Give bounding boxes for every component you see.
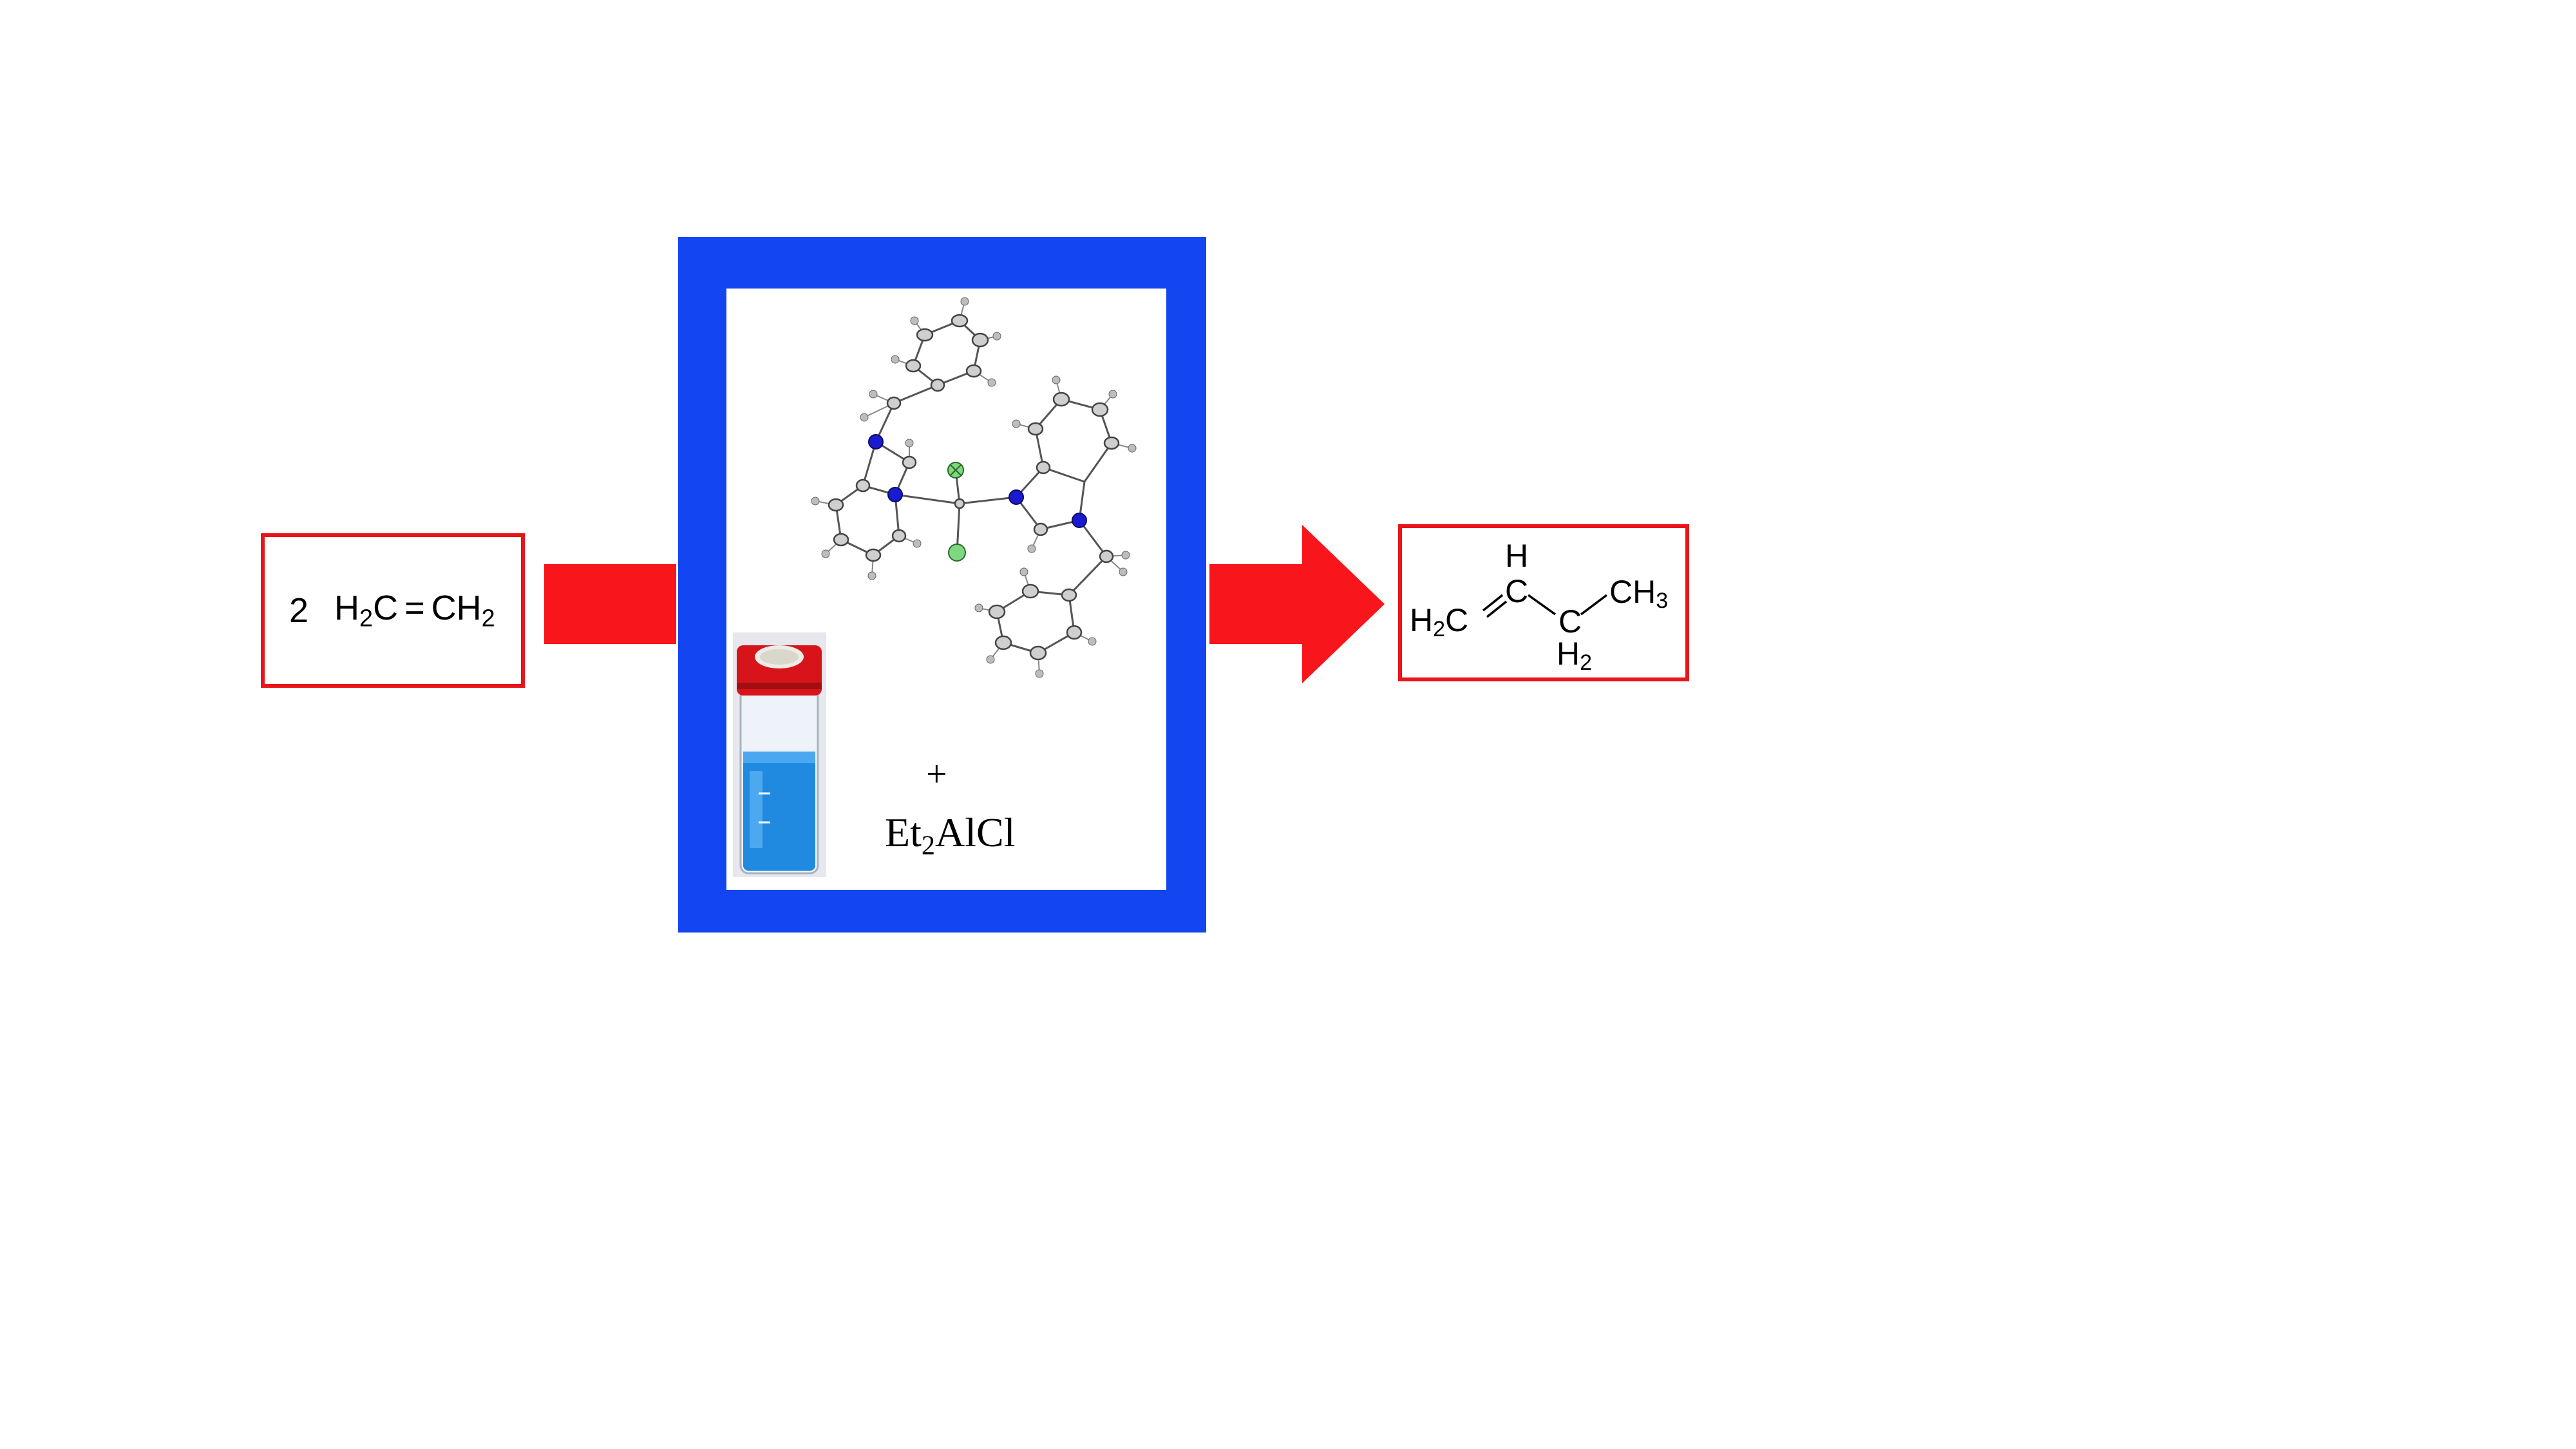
ethylene-left-sub: 2 <box>359 605 374 632</box>
product-c-mid: C <box>1558 603 1582 639</box>
ethylene-right-ch: CH <box>431 589 482 628</box>
reactant-coefficient: 2 <box>289 591 309 630</box>
butene-structure: H C CH3 H2C C H2 <box>1410 538 1668 675</box>
vial-icon <box>733 632 826 877</box>
catalyst-frame: + Et2AlCl <box>678 237 1206 933</box>
product-c-top: C <box>1505 573 1528 609</box>
product-h2-bottom: H2 <box>1557 636 1592 675</box>
product-h2c-h: H <box>1410 602 1433 638</box>
product-h2c-c: C <box>1445 602 1468 638</box>
output-arrow-head <box>1302 525 1385 683</box>
input-arrow <box>544 564 676 644</box>
chlorine-atoms <box>947 462 966 562</box>
product-ch3-main: CH <box>1609 574 1656 610</box>
crystal-structure-icon <box>811 297 1137 678</box>
product-h2c-sub: 2 <box>1433 617 1445 641</box>
cocatalyst-formula: Et2AlCl <box>885 809 1015 862</box>
product-h-top: H <box>1505 538 1528 574</box>
hydrogen-atoms <box>811 297 1137 678</box>
ethylene-right-sub: 2 <box>481 605 495 632</box>
product-h2-bottom-sub: 2 <box>1580 650 1592 675</box>
plus-sign: + <box>926 753 947 795</box>
ethylene-formula: H2C=CH2 <box>334 588 495 633</box>
ethylene-double-bond: = <box>404 589 425 628</box>
output-arrow-shaft <box>1209 564 1303 644</box>
carbon-atoms <box>828 314 1120 661</box>
product-ch3: CH3 <box>1609 574 1668 613</box>
nitrogen-atoms <box>868 434 1087 528</box>
product-bonds <box>1482 594 1608 618</box>
product-box: H C CH3 H2C C H2 <box>1398 524 1689 681</box>
product-h2-bottom-h: H <box>1557 636 1580 672</box>
cocatalyst-et: Et <box>885 810 922 855</box>
product-ch3-sub: 3 <box>1656 589 1668 613</box>
cocatalyst-alcl: AlCl <box>935 810 1016 855</box>
product-h2c: H2C <box>1410 602 1468 641</box>
ethylene-left-h: H <box>334 589 360 628</box>
reactant-box: 2 H2C=CH2 <box>261 533 525 688</box>
cocatalyst-sub: 2 <box>921 830 935 861</box>
ethylene-left-c: C <box>373 589 399 628</box>
catalyst-panel: + Et2AlCl <box>726 289 1166 890</box>
